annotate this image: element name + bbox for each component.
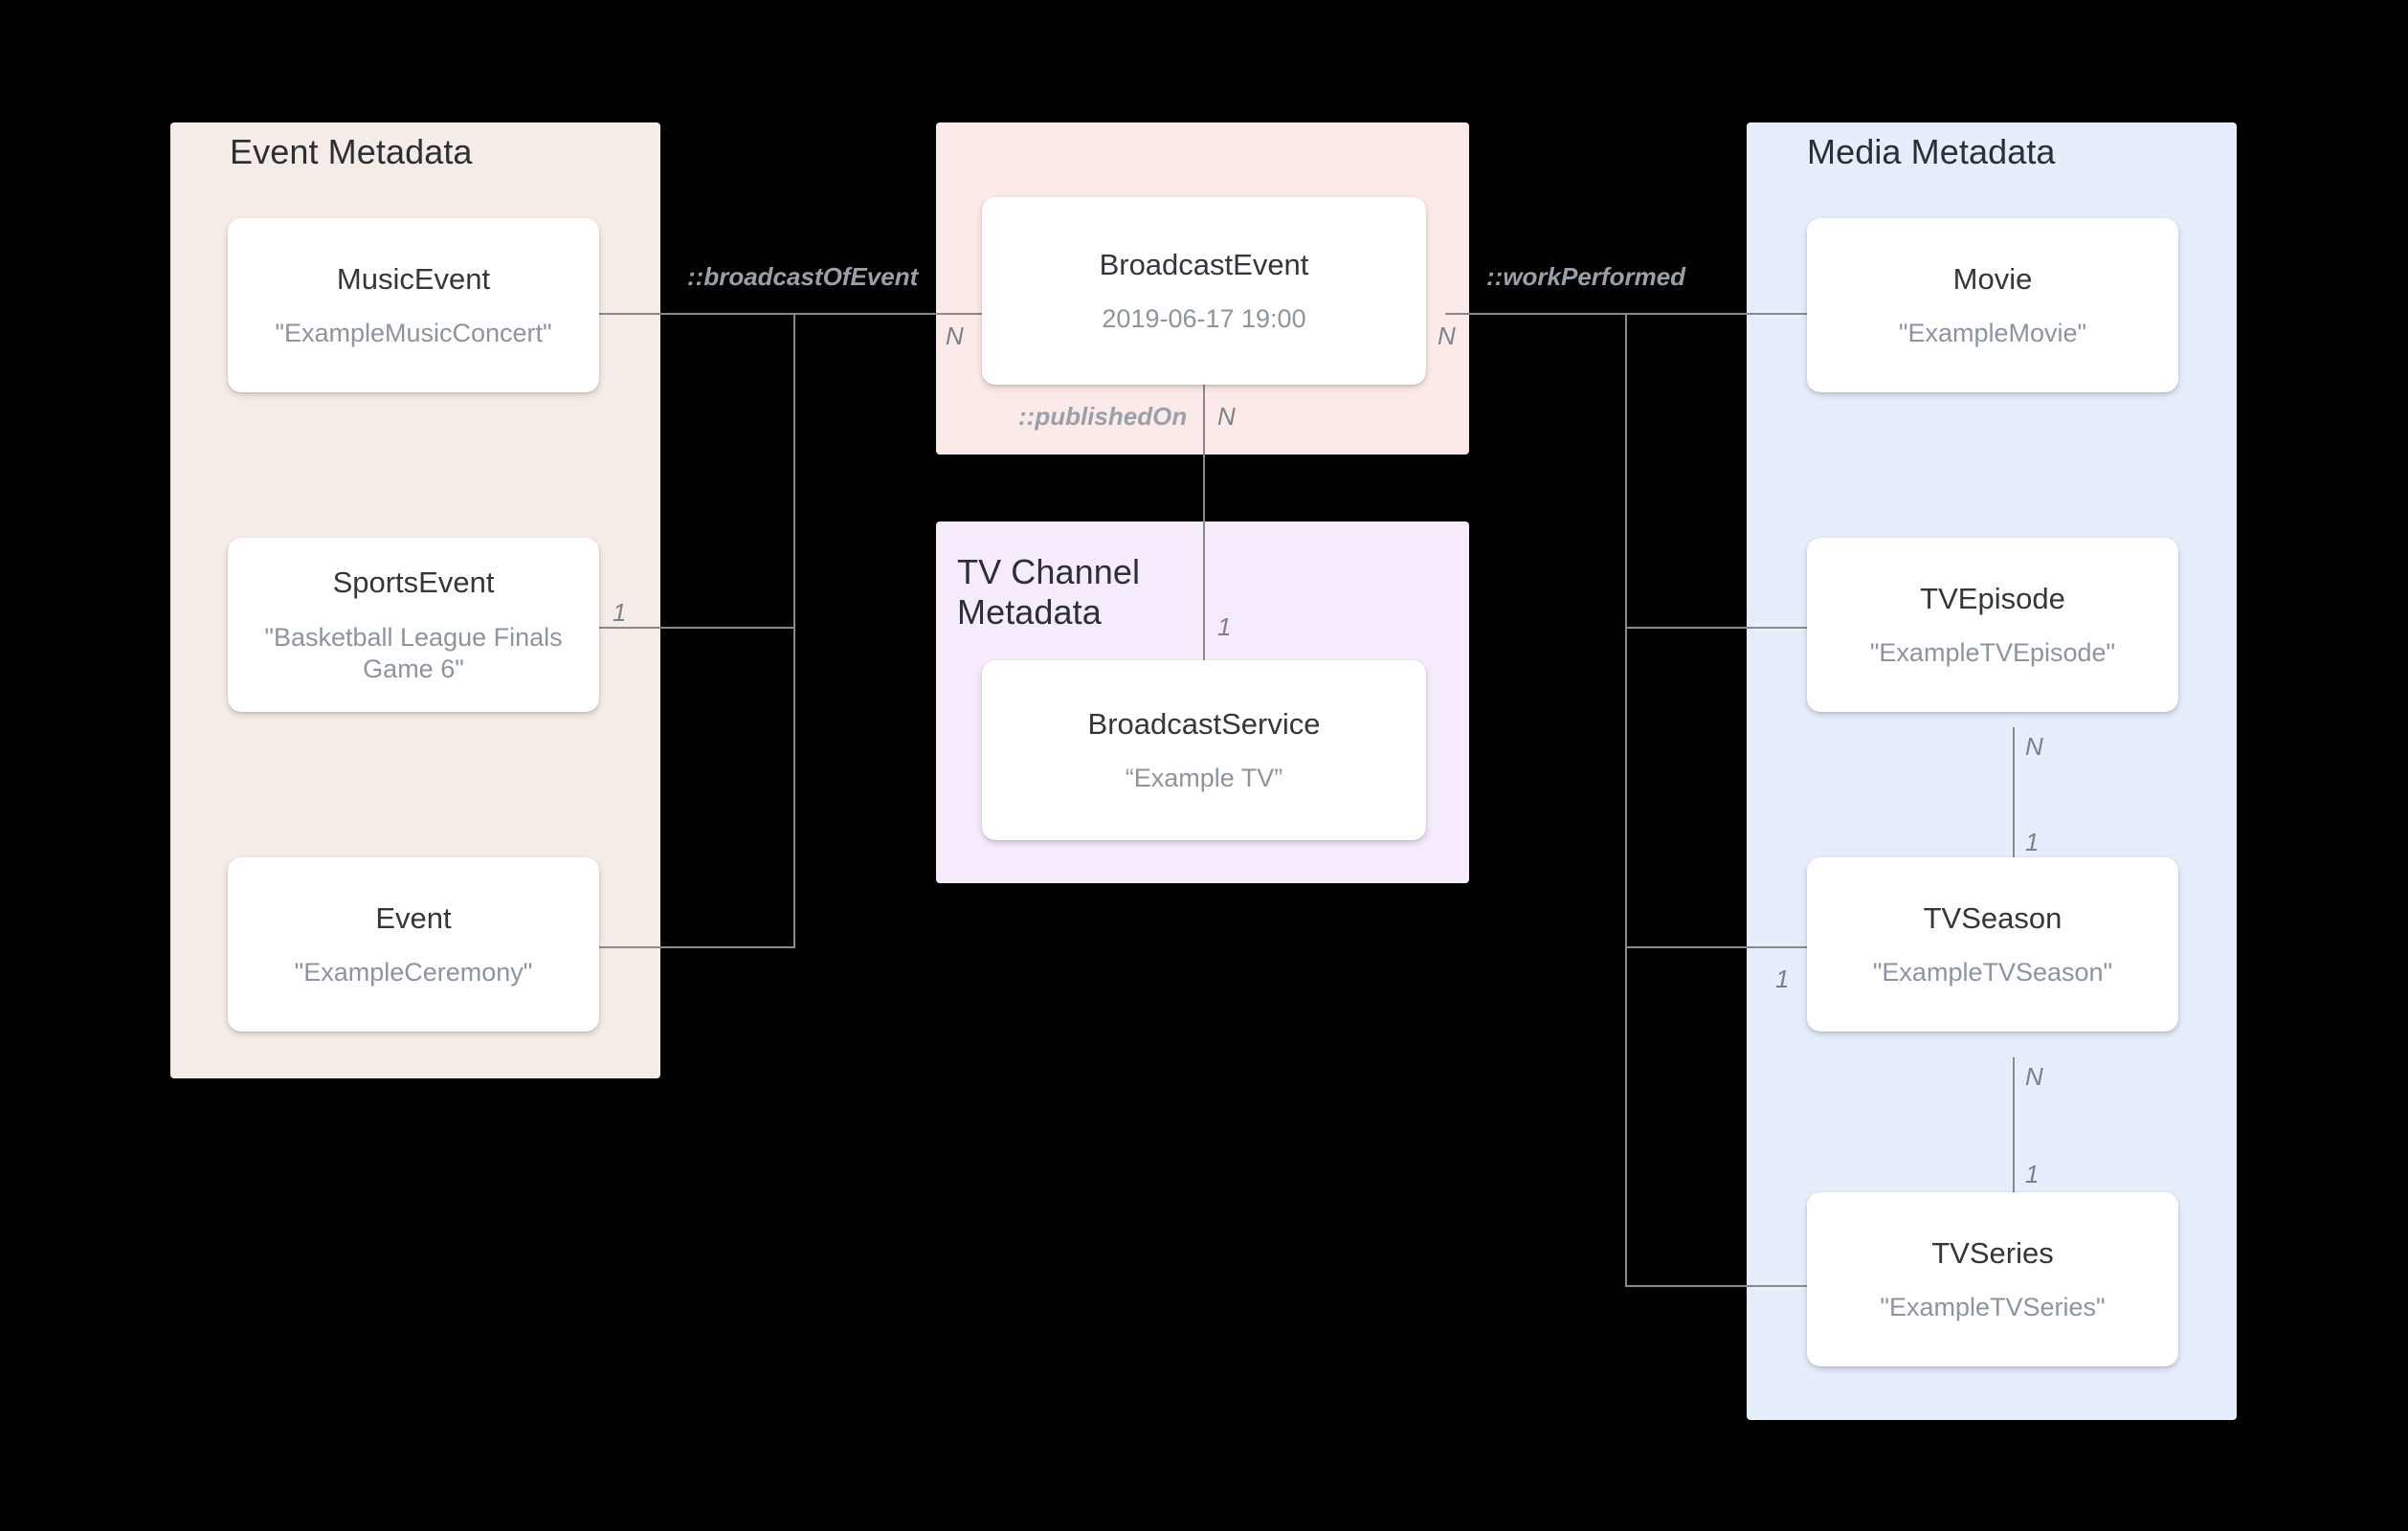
entity-type-music-event: MusicEvent — [336, 261, 491, 296]
entity-value-broadcast-service: “Example TV” — [1125, 764, 1283, 793]
panel-title-tv-channel-metadata: TV Channel Metadata — [957, 552, 1141, 632]
entity-value-tv-season: "ExampleTVSeason" — [1872, 958, 2113, 987]
entity-card-tv-episode[interactable]: TVEpisode "ExampleTVEpisode" — [1807, 538, 2178, 712]
entity-type-event: Event — [375, 900, 452, 935]
entity-card-broadcast-service[interactable]: BroadcastService “Example TV” — [982, 660, 1426, 840]
cardinality-tv-season-n: N — [2025, 1062, 2043, 1091]
connector-to-broadcast-event-left — [793, 313, 990, 315]
entity-card-tv-series[interactable]: TVSeries "ExampleTVSeries" — [1807, 1192, 2178, 1366]
entity-type-tv-series: TVSeries — [1931, 1235, 2054, 1270]
panel-title-event-metadata: Event Metadata — [230, 132, 473, 171]
cardinality-tv-episode-n: N — [2025, 732, 2043, 761]
connector-event-group-vertical — [793, 313, 795, 948]
cardinality-broadcast-event-right: N — [1438, 322, 1456, 350]
connector-to-tv-season — [1625, 946, 1807, 948]
entity-card-broadcast-event[interactable]: BroadcastEvent 2019-06-17 19:00 — [982, 197, 1426, 385]
entity-type-tv-season: TVSeason — [1923, 900, 2062, 935]
cardinality-broadcast-event-left: N — [946, 322, 964, 350]
entity-type-tv-episode: TVEpisode — [1920, 581, 2065, 615]
connector-to-movie — [1625, 313, 1807, 315]
entity-card-music-event[interactable]: MusicEvent "ExampleMusicConcert" — [228, 218, 599, 392]
entity-type-movie: Movie — [1952, 261, 2033, 296]
cardinality-tv-season-left-one: 1 — [1775, 965, 1790, 993]
entity-value-tv-series: "ExampleTVSeries" — [1880, 1293, 2106, 1322]
entity-card-sports-event[interactable]: SportsEvent "Basketball League Finals Ga… — [228, 538, 599, 712]
entity-value-music-event: "ExampleMusicConcert" — [275, 319, 552, 348]
cardinality-broadcast-event-bottom: N — [1217, 402, 1236, 431]
cardinality-tv-series-one: 1 — [2025, 1160, 2040, 1188]
entity-card-event[interactable]: Event "ExampleCeremony" — [228, 857, 599, 1032]
panel-title-media-metadata: Media Metadata — [1807, 132, 2056, 171]
relation-label-work-performed: ::workPerformed — [1486, 262, 1686, 291]
entity-value-tv-episode: "ExampleTVEpisode" — [1869, 638, 2116, 668]
connector-season-to-series — [2013, 1057, 2015, 1212]
connector-media-group-vertical — [1625, 313, 1627, 1287]
entity-value-event: "ExampleCeremony" — [294, 958, 533, 987]
entity-value-broadcast-event: 2019-06-17 19:00 — [1102, 304, 1306, 334]
entity-value-sports-event: "Basketball League Finals Game 6" — [264, 622, 563, 683]
connector-published-on — [1203, 383, 1205, 751]
connector-episode-to-season — [2013, 727, 2015, 878]
relation-label-published-on: ::publishedOn — [1018, 402, 1188, 431]
entity-card-movie[interactable]: Movie "ExampleMovie" — [1807, 218, 2178, 392]
connector-music-event-stub — [598, 313, 794, 315]
entity-type-broadcast-event: BroadcastEvent — [1099, 247, 1309, 281]
connector-to-tv-episode — [1625, 627, 1807, 629]
cardinality-sports-event: 1 — [613, 598, 627, 627]
entity-type-broadcast-service: BroadcastService — [1087, 706, 1321, 741]
connector-event-stub — [598, 946, 794, 948]
entity-type-sports-event: SportsEvent — [332, 566, 495, 600]
cardinality-broadcast-service: 1 — [1217, 612, 1232, 641]
cardinality-tv-season-top-one: 1 — [2025, 828, 2040, 856]
entity-card-tv-season[interactable]: TVSeason "ExampleTVSeason" — [1807, 857, 2178, 1032]
connector-broadcast-event-right-stub — [1445, 313, 1627, 315]
relation-label-broadcast-of-event: ::broadcastOfEvent — [687, 262, 919, 291]
connector-to-tv-series — [1625, 1285, 1807, 1287]
connector-sports-event-stub — [598, 627, 794, 629]
entity-value-movie: "ExampleMovie" — [1898, 319, 2087, 348]
